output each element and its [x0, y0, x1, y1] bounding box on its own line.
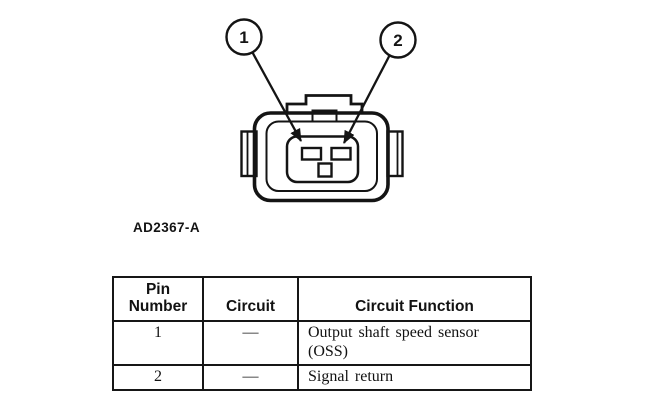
callout-1-leader-line: [251, 51, 303, 142]
callout-1-circle: [225, 18, 263, 56]
pin-number-cell: 1: [112, 320, 204, 367]
connector-top-notch: [311, 109, 338, 122]
table-header-row: Pin Number Circuit Circuit Function: [112, 275, 532, 323]
connector-outer-shell: [252, 111, 390, 203]
pin-number-cell: 2: [112, 364, 204, 392]
circuit-cell: —: [202, 364, 299, 392]
connector-diagram: 1 2: [225, 18, 417, 203]
connector-keyway: [317, 162, 333, 178]
col-header-pin-number: Pin Number: [112, 275, 204, 323]
callout-2: 2: [342, 21, 417, 144]
pin-1-terminal: [300, 146, 323, 161]
callout-1: 1: [225, 18, 303, 142]
connector-inner-shell: [265, 120, 378, 192]
col-header-circuit-function: Circuit Function: [297, 275, 532, 323]
connector-left-tab: [240, 130, 258, 178]
connector-cavity: [285, 135, 360, 184]
pin-table: Pin Number Circuit Circuit Function 1 — …: [112, 275, 532, 392]
figure-label: AD2367-A: [133, 220, 200, 235]
callout-2-leader-line: [342, 54, 391, 144]
circuit-function-cell: Output shaft speed sensor (OSS): [297, 320, 532, 367]
circuit-cell: —: [202, 320, 299, 367]
pin-2-terminal: [330, 146, 352, 161]
circuit-function-cell: Signal return: [297, 364, 532, 392]
table-row: 1 — Output shaft speed sensor (OSS): [112, 320, 532, 367]
connector-body: [240, 94, 404, 203]
callout-2-circle: [379, 21, 417, 59]
callout-2-number: 2: [393, 31, 402, 50]
col-header-circuit: Circuit: [202, 275, 299, 323]
connector-top-tab: [285, 94, 364, 114]
table-row: 2 — Signal return: [112, 364, 532, 392]
callout-1-number: 1: [239, 28, 248, 47]
